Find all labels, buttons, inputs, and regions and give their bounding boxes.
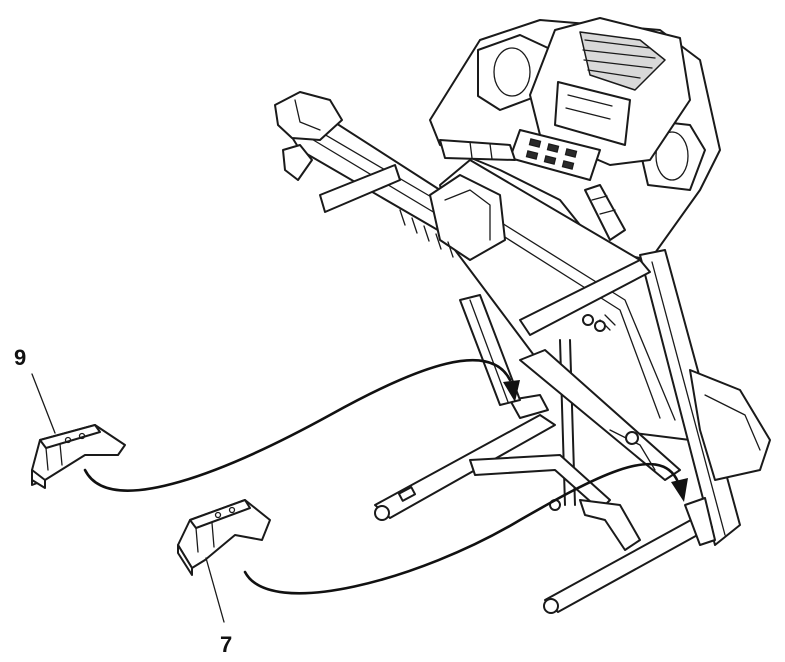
part-9-base-cover xyxy=(31,424,126,489)
left-handlebar-grip xyxy=(439,139,516,161)
callout-label-7: 7 xyxy=(220,632,233,657)
installation-arrow-7 xyxy=(243,462,688,595)
left-front-wheel xyxy=(374,505,390,521)
center-pivot-block xyxy=(429,174,506,261)
left-handle-block xyxy=(274,91,343,141)
installation-arrow-9 xyxy=(83,358,520,492)
callout-label-9: 9 xyxy=(14,345,27,370)
part-7-base-cover xyxy=(177,499,271,576)
leader-line-7 xyxy=(205,557,225,623)
mid-cross-bar xyxy=(519,259,651,336)
treadmill-illustration xyxy=(274,17,771,614)
leader-line-9 xyxy=(31,373,56,434)
console-speaker-grille xyxy=(579,31,666,91)
right-front-wheel xyxy=(543,598,559,614)
